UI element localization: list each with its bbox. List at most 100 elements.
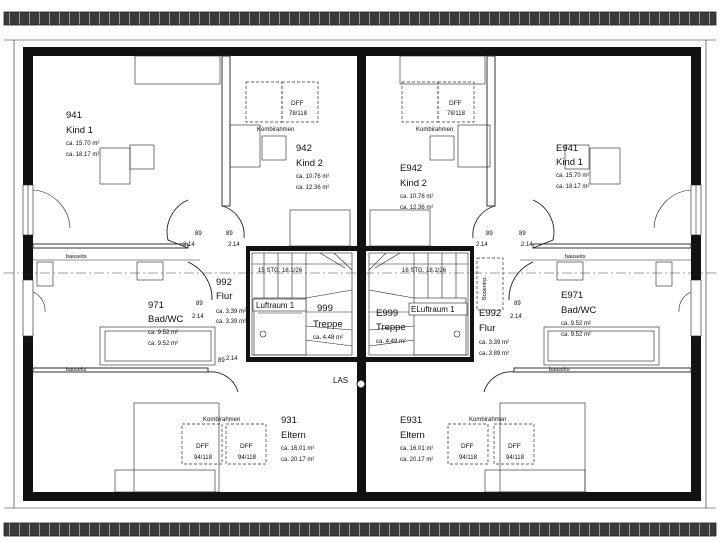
room-name-942: Kind 2 — [296, 158, 323, 169]
room-area2-931: ca. 20.17 m² — [281, 457, 314, 463]
room-area1-e999: ca. 4.49 m² — [376, 339, 406, 345]
door-height: 2.14 — [192, 314, 204, 320]
door-width: 89 — [226, 231, 233, 237]
eaves-lines — [4, 39, 716, 509]
kombirahmen-label: Kombirahmen — [203, 417, 240, 423]
room-area1-942: ca. 10.76 m² — [296, 174, 329, 180]
room-num-992: 992 — [216, 277, 232, 288]
las-symbol — [356, 362, 366, 389]
dff-label: DFF — [240, 443, 253, 450]
door-width: 89 — [519, 231, 526, 237]
room-area1-e992: ca. 3.39 m² — [479, 340, 509, 346]
room-area2-971: ca. 9.52 m² — [148, 341, 178, 347]
room-area2-942: ca. 12.36 m² — [296, 185, 329, 191]
dff-size: 94/118 — [506, 455, 525, 461]
room-area1-e931: ca. 16.01 m² — [400, 446, 433, 452]
roof-edge-top — [3, 11, 717, 26]
door-width: 89 — [218, 358, 225, 364]
room-num-e942: E942 — [400, 163, 422, 174]
luftraum-box — [252, 298, 307, 312]
roof-edge-bottom — [3, 522, 717, 537]
room-num-931: 931 — [281, 415, 297, 426]
bodentreppe-label: Bodentrp. — [482, 276, 488, 300]
room-num-999: 999 — [317, 303, 333, 314]
door-width: 89 — [514, 301, 521, 307]
room-area2-e992: ca. 3.89 m² — [479, 351, 509, 357]
room-area1-931: ca. 16.01 m² — [281, 446, 314, 452]
door-width: 89 — [486, 231, 493, 237]
luftraum-box — [408, 302, 468, 316]
dff-size: 94/118 — [194, 455, 213, 461]
dff-label: DFF — [449, 100, 462, 107]
room-area1-e971: ca. 9.52 m² — [561, 321, 591, 327]
room-name-999: Treppe — [313, 319, 343, 330]
room-area2-e931: ca. 20.17 m² — [400, 457, 433, 463]
room-name-e971: Bad/WC — [561, 305, 597, 316]
dff-label: DFF — [461, 443, 474, 450]
room-area2-941: ca. 18.17 m² — [66, 152, 99, 158]
bauseits-label: bauseits — [66, 367, 87, 373]
room-area2-e971: ca. 9.52 m² — [561, 332, 591, 338]
luftraum-label: Luftraum 1 — [256, 301, 295, 310]
dff-label: DFF — [196, 443, 209, 450]
roof-windows — [181, 81, 535, 465]
door-height: 2.14 — [228, 242, 240, 248]
bauseits-label: bauseits — [66, 254, 87, 260]
room-num-e931: E931 — [400, 415, 422, 426]
room-name-e992: Flur — [479, 323, 495, 334]
stair-note: 15 STG. 18.1/26 — [258, 268, 303, 274]
room-num-e992: E992 — [479, 308, 501, 319]
room-area2-e942: ca. 12.36 m² — [400, 205, 433, 211]
kombirahmen-label: Kombirahmen — [469, 417, 506, 423]
door-dimensions: 89 2.14 89 2.14 89 2.14 89 2.14 89 2.14 … — [183, 231, 533, 364]
room-num-941: 941 — [66, 110, 82, 121]
room-name-931: Eltern — [281, 430, 306, 441]
kombirahmen-label: Kombirahmen — [416, 127, 453, 133]
door-height: 2.14 — [226, 356, 238, 362]
door-height: 2.14 — [476, 242, 488, 248]
room-name-971: Bad/WC — [148, 314, 184, 325]
dff-size: 78/118 — [289, 111, 308, 117]
door-width: 89 — [196, 301, 203, 307]
room-area1-941: ca. 15.70 m² — [66, 141, 99, 147]
door-height: 2.14 — [521, 242, 533, 248]
door-width: 89 — [195, 231, 202, 237]
room-area2-992: ca. 3.39 m² — [216, 319, 246, 325]
room-name-e942: Kind 2 — [400, 178, 427, 189]
room-name-e999: Treppe — [376, 322, 406, 333]
room-name-e941: Kind 1 — [556, 157, 583, 168]
dff-size: 78/118 — [447, 111, 466, 117]
room-area1-e941: ca. 15.70 m² — [556, 173, 589, 179]
room-num-e971: E971 — [561, 290, 583, 301]
room-area2-e941: ca. 18.17 m² — [556, 184, 589, 190]
stairs-left — [251, 252, 353, 356]
room-num-e999: E999 — [376, 308, 398, 319]
stair-note: 16 STG. 18.1/26 — [402, 268, 447, 274]
outer-walls — [23, 47, 701, 501]
dff-size: 94/118 — [459, 455, 478, 461]
partition-walls — [32, 55, 692, 373]
room-name-e931: Eltern — [400, 430, 425, 441]
room-area1-e942: ca. 10.76 m² — [400, 194, 433, 200]
door-swings — [166, 199, 555, 393]
room-num-942: 942 — [296, 143, 312, 154]
door-height: 2.14 — [510, 314, 522, 320]
bauseits-label: bauseits — [565, 254, 586, 260]
kombirahmen-label: Kombirahmen — [257, 127, 294, 133]
door-height: 2.14 — [183, 242, 195, 248]
room-name-992: Flur — [216, 291, 232, 302]
room-area1-992: ca. 3.39 m² — [216, 309, 246, 315]
luftraum-label: ELuftraum 1 — [411, 305, 455, 314]
dff-label: DFF — [291, 100, 304, 107]
room-area1-971: ca. 9.52 m² — [148, 330, 178, 336]
room-name-941: Kind 1 — [66, 125, 93, 136]
bauseits-label: bauseits — [549, 367, 570, 373]
las-label: LAS — [333, 376, 348, 385]
room-num-e941: E941 — [556, 143, 578, 154]
dff-label: DFF — [508, 443, 521, 450]
dff-size: 94/118 — [238, 455, 257, 461]
side-windows — [22, 184, 702, 337]
room-num-971: 971 — [148, 300, 164, 311]
room-area1-999: ca. 4.48 m² — [313, 335, 343, 341]
